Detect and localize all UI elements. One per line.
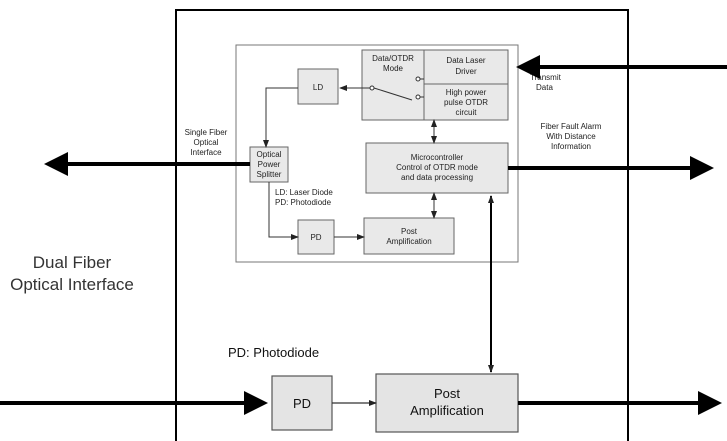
switch-contact-bottom xyxy=(415,94,421,100)
legend-photodiode: PD: Photodiode xyxy=(228,345,319,360)
post-big-label-line1: Post xyxy=(434,386,460,401)
micro-label-line3: and data processing xyxy=(401,173,473,182)
pd-big-block xyxy=(271,375,333,431)
single-fiber-label-line1: Single Fiber xyxy=(185,128,228,137)
dual-fiber-label-line1: Dual Fiber xyxy=(33,253,112,272)
post-big-label-line2: Amplification xyxy=(410,403,484,418)
transmit-label-line1: Transmit xyxy=(530,73,562,82)
switch-pivot xyxy=(369,85,375,91)
ld-block xyxy=(297,68,339,105)
single-fiber-label-line3: Interface xyxy=(190,148,222,157)
alarm-label-line1: Fiber Fault Alarm xyxy=(541,122,602,131)
splitter-label-line3: Splitter xyxy=(257,170,282,179)
transmit-label-line2: Data xyxy=(536,83,553,92)
legend-ld: LD: Laser Diode xyxy=(275,188,333,197)
switch-contact-top xyxy=(415,76,421,82)
otdr-label-line1: High power xyxy=(446,88,487,97)
pd-big-label: PD xyxy=(293,396,311,411)
mode-label-line2: Mode xyxy=(383,64,404,73)
splitter-to-pd-line xyxy=(268,182,299,240)
legend-pd: PD: Photodiode xyxy=(275,198,332,207)
alarm-label-line3: Information xyxy=(551,142,591,151)
post-small-label-line2: Amplification xyxy=(386,237,431,246)
post-big-block xyxy=(375,373,519,433)
switch-arm xyxy=(373,87,413,101)
otdr-label-line2: pulse OTDR xyxy=(444,98,488,107)
mode-label-line1: Data/OTDR xyxy=(372,54,414,63)
splitter-label-line1: Optical xyxy=(257,150,282,159)
ld-block-label: LD xyxy=(313,83,323,92)
post-small-label-line1: Post xyxy=(401,227,418,236)
driver-label-line1: Data Laser xyxy=(446,56,485,65)
micro-block xyxy=(365,142,509,194)
driver-label-line2: Driver xyxy=(455,67,477,76)
driver-block xyxy=(423,49,509,85)
micro-label-line2: Control of OTDR mode xyxy=(396,163,478,172)
ld-to-splitter-line xyxy=(263,87,298,148)
otdr-block xyxy=(423,83,509,121)
pd-small-label: PD xyxy=(310,233,321,242)
alarm-label-line2: With Distance xyxy=(546,132,596,141)
post-small-block xyxy=(363,217,455,255)
dual-fiber-label-line2: Optical Interface xyxy=(10,275,134,294)
outer-module-frame xyxy=(175,9,629,441)
micro-label-line1: Microcontroller xyxy=(411,153,464,162)
splitter-block xyxy=(249,146,289,183)
splitter-label-line2: Power xyxy=(258,160,281,169)
mode-block xyxy=(361,49,425,121)
otdr-label-line3: circuit xyxy=(456,108,478,117)
single-fiber-label-line2: Optical xyxy=(194,138,219,147)
